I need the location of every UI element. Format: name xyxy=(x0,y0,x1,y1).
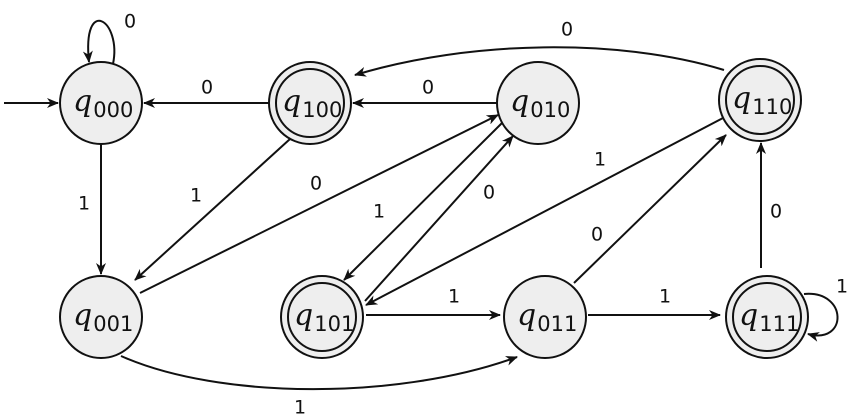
state-label: q000 xyxy=(73,84,133,122)
transition-label: 1 xyxy=(448,286,460,308)
transition-label: 1 xyxy=(594,149,606,171)
transition-label: 0 xyxy=(422,77,434,99)
transition-q101-to-q010 xyxy=(364,135,514,302)
state-label-base: q xyxy=(510,84,529,119)
transition-label: 1 xyxy=(294,397,306,419)
state-circle xyxy=(718,58,802,142)
state-label-subscript: 011 xyxy=(537,312,577,336)
state-label-base: q xyxy=(282,84,301,119)
transition-q000-to-q000 xyxy=(82,19,116,65)
state-label-base: q xyxy=(73,84,92,119)
transition-q100-to-q001 xyxy=(134,138,291,281)
state-label-base: q xyxy=(739,298,758,333)
transition-label: 1 xyxy=(373,201,385,223)
state-q000: q000 xyxy=(59,61,143,145)
state-q011: q011 xyxy=(503,275,587,359)
state-label: q010 xyxy=(510,84,570,122)
state-q101: q101 xyxy=(280,275,364,359)
transition-q110-to-q101 xyxy=(365,117,724,306)
transition-q111-to-q111 xyxy=(803,292,839,342)
transition-label: 0 xyxy=(483,182,495,204)
state-label-subscript: 111 xyxy=(759,312,799,336)
state-circle xyxy=(496,61,580,145)
state-q001: q001 xyxy=(59,275,143,359)
state-label-base: q xyxy=(294,298,313,333)
transition-q001-to-q011 xyxy=(120,355,518,391)
transition-label: 0 xyxy=(770,201,782,223)
transition-label: 0 xyxy=(591,224,603,246)
state-circle xyxy=(59,61,143,145)
edges-layer xyxy=(4,19,839,391)
transition-label: 0 xyxy=(201,77,213,99)
state-label: q110 xyxy=(732,81,792,119)
state-label: q011 xyxy=(517,298,577,336)
state-q110: q110 xyxy=(718,58,802,142)
transition-q001-to-q010 xyxy=(139,114,499,294)
state-label: q111 xyxy=(739,298,799,336)
state-label-base: q xyxy=(732,81,751,116)
state-label-subscript: 010 xyxy=(530,98,570,122)
transition-label: 1 xyxy=(190,185,202,207)
state-label: q001 xyxy=(73,298,133,336)
transition-label: 0 xyxy=(561,19,573,41)
transition-label: 0 xyxy=(310,173,322,195)
state-label-subscript: 100 xyxy=(302,98,342,122)
accepting-ring xyxy=(725,65,795,135)
transition-q110-to-q100 xyxy=(354,46,725,77)
state-label-base: q xyxy=(73,298,92,333)
state-label-subscript: 110 xyxy=(752,95,792,119)
state-q100: q100 xyxy=(268,61,352,145)
state-circle xyxy=(268,61,352,145)
transition-q010-to-q101 xyxy=(343,122,503,281)
state-label-subscript: 000 xyxy=(93,98,133,122)
state-label-subscript: 101 xyxy=(314,312,354,336)
state-label: q100 xyxy=(282,84,342,122)
state-q111: q111 xyxy=(725,275,809,359)
transition-label: 1 xyxy=(836,276,848,298)
state-circle xyxy=(725,275,809,359)
accepting-ring xyxy=(732,282,802,352)
state-circle xyxy=(59,275,143,359)
state-label-subscript: 001 xyxy=(93,312,133,336)
transition-label: 1 xyxy=(659,286,671,308)
transition-q011-to-q110 xyxy=(573,134,727,284)
transition-label: 1 xyxy=(78,193,90,215)
state-circle xyxy=(503,275,587,359)
accepting-ring xyxy=(287,282,357,352)
state-q010: q010 xyxy=(496,61,580,145)
transition-label: 0 xyxy=(124,11,136,33)
state-circle xyxy=(280,275,364,359)
state-label-base: q xyxy=(517,298,536,333)
state-label: q101 xyxy=(294,298,354,336)
accepting-ring xyxy=(275,68,345,138)
